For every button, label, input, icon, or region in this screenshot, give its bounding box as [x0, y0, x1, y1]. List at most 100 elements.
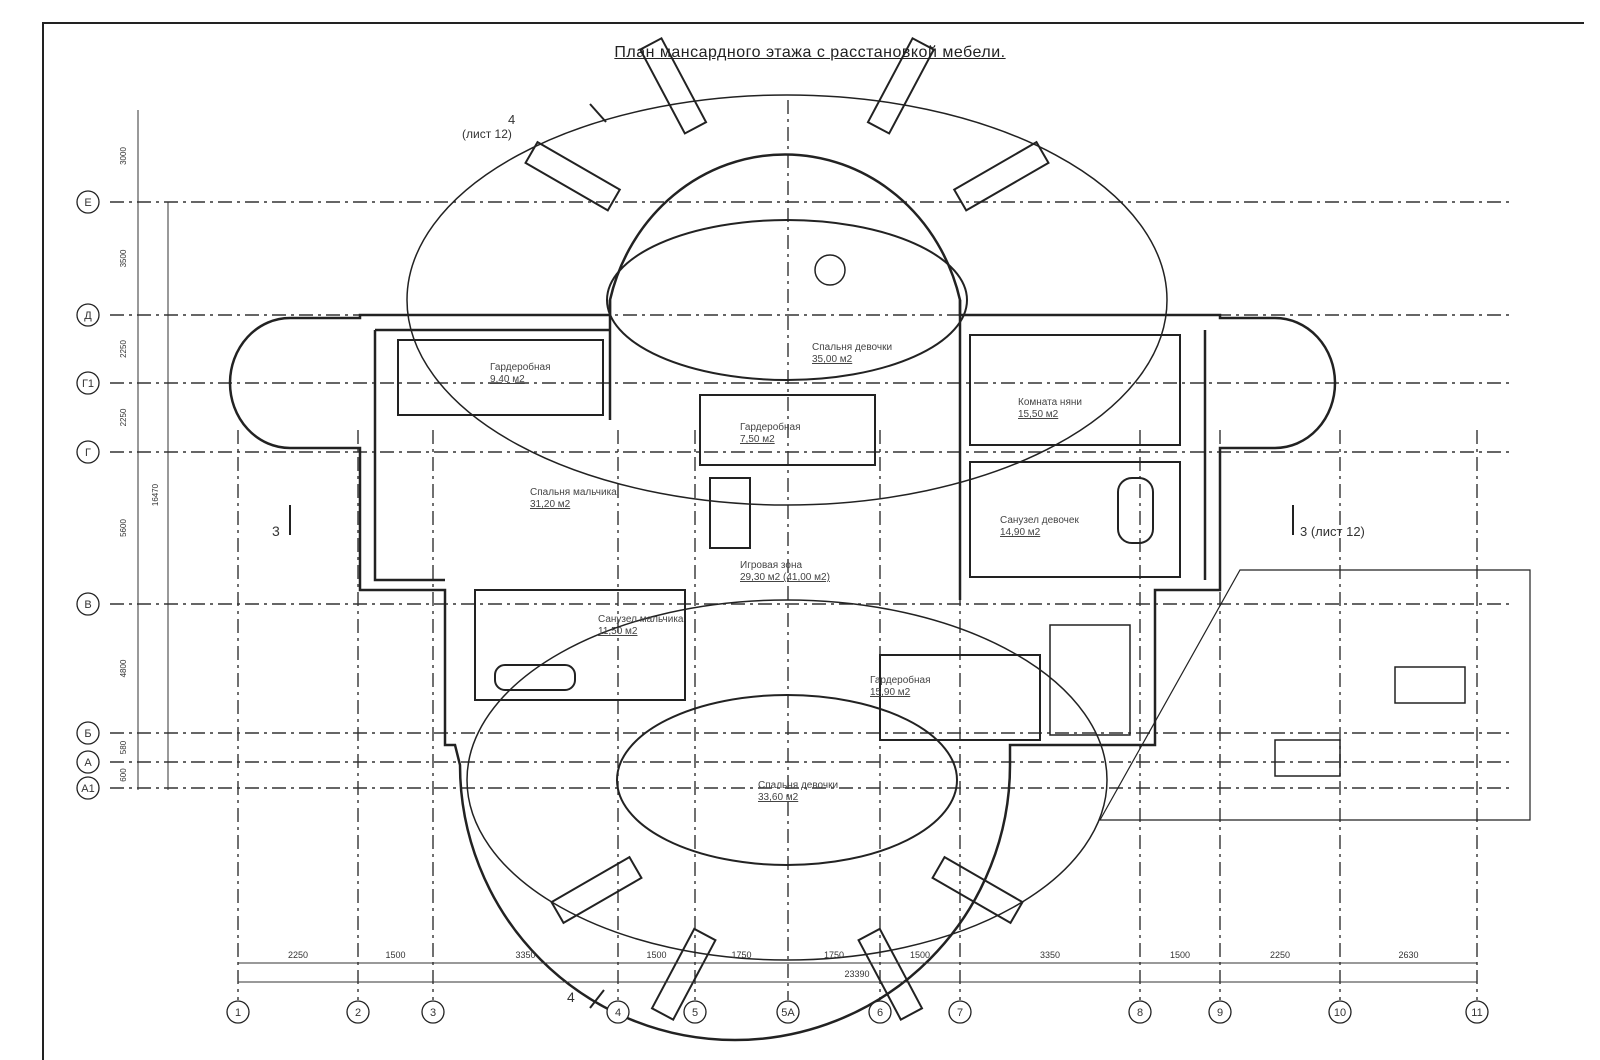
- room-wardrobe-3: [879, 654, 1041, 741]
- axis-bubble-row: [76, 750, 100, 774]
- room-area: 9,40 м2: [490, 374, 525, 385]
- room-name: Игровая зона: [740, 560, 802, 571]
- room-area: 15,50 м2: [1018, 409, 1059, 420]
- window-block-2: [1274, 739, 1341, 777]
- axis-bubble-column: [346, 1000, 370, 1024]
- room-nanny: [969, 334, 1181, 446]
- dormer-window: [524, 140, 622, 212]
- left-dimension-value: 4800: [119, 659, 128, 677]
- room-wardrobe-1: [397, 339, 604, 416]
- dimension-value: 1500: [1170, 950, 1190, 960]
- room-area: 7,50 м2: [740, 434, 775, 445]
- section-mark-right: 3 (лист 12): [1300, 524, 1365, 539]
- axis-label-column: 9: [1217, 1007, 1223, 1019]
- axis-label-row: Б: [84, 728, 91, 740]
- inner-wall: [373, 300, 1207, 600]
- axis-label-column: 1: [235, 1007, 241, 1019]
- left-dimension-value: 600: [119, 768, 128, 782]
- axis-bubble-column: [948, 1000, 972, 1024]
- axis-bubble-column: [776, 1000, 800, 1024]
- room-name: Спальня девочки: [812, 342, 892, 353]
- dormer-window: [550, 855, 643, 925]
- axis-bubble-column: [226, 1000, 250, 1024]
- bathtub: [1117, 477, 1154, 544]
- axis-bubble-column: [868, 1000, 892, 1024]
- left-dimension-value: 580: [119, 740, 128, 754]
- axis-label-column: 5А: [781, 1007, 795, 1019]
- dimension-value: 3350: [515, 950, 535, 960]
- section-mark-bottom: 4: [567, 989, 575, 1005]
- dimension-value: 1750: [731, 950, 751, 960]
- left-dimension-total: 16470: [151, 483, 160, 506]
- south-dome-outer: [466, 599, 1108, 961]
- room-area: 33,60 м2: [758, 792, 799, 803]
- room-area: 11,50 м2: [598, 626, 638, 637]
- dimension-value: 1500: [646, 950, 666, 960]
- axis-label-column: 3: [430, 1007, 436, 1019]
- axis-bubble-column: [606, 1000, 630, 1024]
- window-block-1: [1394, 666, 1466, 704]
- dimension-value: 3350: [1040, 950, 1060, 960]
- room-area: 15,90 м2: [870, 687, 911, 698]
- axis-label-row: В: [84, 599, 91, 611]
- roof-outline: [1098, 569, 1531, 821]
- room-name: Гардеробная: [740, 421, 801, 433]
- dormer-window: [650, 927, 717, 1021]
- axis-label-row: А: [84, 757, 92, 769]
- room-name: Гардеробная: [870, 674, 931, 686]
- axis-label-row: Г: [85, 447, 91, 459]
- dimension-value: 2630: [1398, 950, 1418, 960]
- axis-bubble-row: [76, 592, 100, 616]
- dormer-window: [857, 927, 924, 1021]
- axis-label-column: 4: [615, 1007, 621, 1019]
- sofa: [709, 477, 751, 549]
- room-name: Гардеробная: [490, 361, 551, 373]
- axis-label-row: Г1: [82, 378, 94, 390]
- axis-label-column: 7: [957, 1007, 963, 1019]
- axis-bubble-row: [76, 303, 100, 327]
- dimension-value: 2250: [288, 950, 308, 960]
- room-area: 29,30 м2 (41,00 м2): [740, 572, 830, 583]
- left-dimension-value: 2250: [119, 340, 128, 358]
- room-name: Санузел девочек: [1000, 515, 1079, 526]
- axis-bubble-column: [421, 1000, 445, 1024]
- north-dome-outer: [406, 94, 1168, 506]
- room-area: 31,20 м2: [530, 499, 571, 510]
- axis-label-column: 2: [355, 1007, 361, 1019]
- axis-label-row: Е: [84, 197, 91, 209]
- room-bath-boy: [474, 589, 686, 701]
- room-area: 14,90 м2: [1000, 527, 1041, 538]
- north-dome-inner: [606, 219, 968, 381]
- left-dimension-value: 3000: [119, 147, 128, 165]
- axis-bubble-column: [1328, 1000, 1352, 1024]
- dormer-window: [866, 36, 936, 135]
- dormer-window: [952, 140, 1050, 212]
- section-cut-top: [589, 103, 607, 123]
- left-dimension-value: 5600: [119, 519, 128, 537]
- section-mark-top: 4: [508, 112, 515, 127]
- axis-label-row: Д: [84, 310, 92, 322]
- outer-wall: [228, 153, 1337, 1042]
- round-table: [814, 254, 846, 286]
- axis-label-column: 10: [1334, 1007, 1346, 1019]
- dimension-value: 1500: [385, 950, 405, 960]
- axis-bubble-column: [1128, 1000, 1152, 1024]
- axis-bubble-row: [76, 721, 100, 745]
- dimension-value: 1500: [910, 950, 930, 960]
- axis-bubble-column: [1208, 1000, 1232, 1024]
- room-name: Спальня девочки: [758, 780, 838, 791]
- room-name: Санузел мальчика: [598, 614, 684, 625]
- section-mark-left: 3: [272, 523, 280, 539]
- axis-bubble-row: [76, 776, 100, 800]
- section-sheet-top: (лист 12): [462, 127, 512, 141]
